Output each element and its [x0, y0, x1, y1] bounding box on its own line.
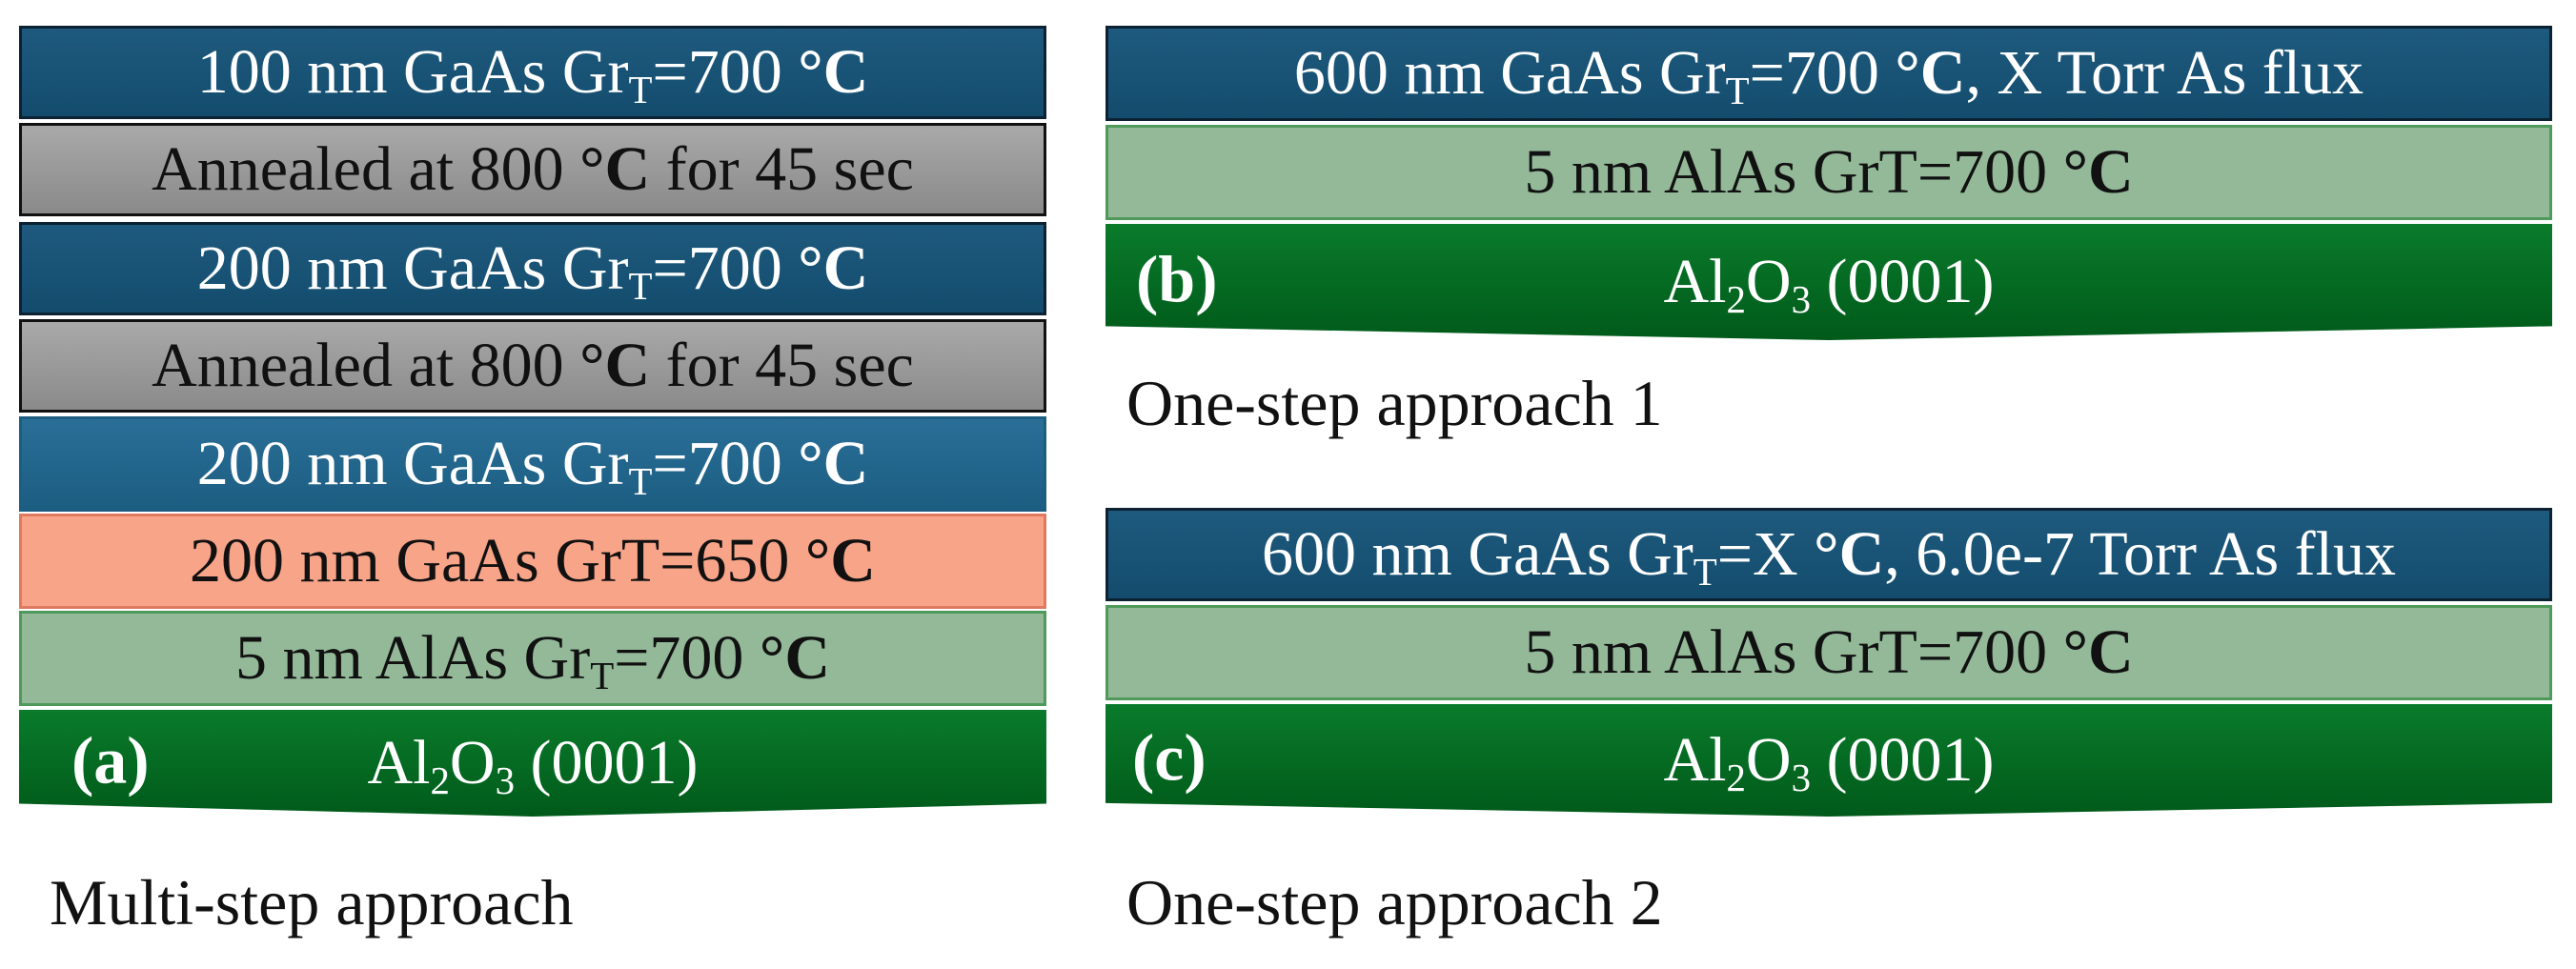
- layer-a-gaas-650c-text: 200 nm GaAs GrT=650 °C: [190, 526, 876, 596]
- panel-a-label: (a): [71, 724, 150, 798]
- layer-c-gaas-600nm: 600 nm GaAs GrT=X °C, 6.0e-7 Torr As flu…: [1105, 508, 2552, 601]
- layer-a-anneal-2: Annealed at 800 °C for 45 sec: [19, 319, 1046, 413]
- layer-a-substrate: (a) Al2O3 (0001): [19, 710, 1046, 817]
- layer-a-gaas-650c: 200 nm GaAs GrT=650 °C: [19, 514, 1046, 609]
- layer-a-alas-text: 5 nm AlAs GrT=700 °C: [235, 623, 830, 698]
- layer-b-alas: 5 nm AlAs GrT=700 °C: [1105, 125, 2552, 220]
- panel-c-stack: 600 nm GaAs GrT=X °C, 6.0e-7 Torr As flu…: [1105, 508, 2552, 822]
- layer-a-gaas-200nm-2: 200 nm GaAs GrT=700 °C: [19, 416, 1046, 512]
- layer-a-gaas-100nm: 100 nm GaAs GrT=700 °C: [19, 26, 1046, 119]
- layer-c-alas-text: 5 nm AlAs GrT=700 °C: [1524, 617, 2134, 687]
- layer-b-substrate-text: Al2O3 (0001): [1663, 247, 1995, 322]
- panel-b-label: (b): [1136, 243, 1218, 317]
- layer-a-substrate-text: Al2O3 (0001): [367, 728, 699, 803]
- layer-a-gaas-200nm-1-text: 200 nm GaAs GrT=700 °C: [196, 233, 869, 309]
- layer-b-substrate: (b) Al2O3 (0001): [1105, 224, 2552, 340]
- layer-c-alas: 5 nm AlAs GrT=700 °C: [1105, 605, 2552, 700]
- layer-c-substrate: (c) Al2O3 (0001): [1105, 704, 2552, 817]
- layer-a-alas: 5 nm AlAs GrT=700 °C: [19, 611, 1046, 706]
- layer-c-substrate-text: Al2O3 (0001): [1663, 725, 1995, 800]
- panel-c-label: (c): [1132, 721, 1207, 796]
- layer-a-gaas-100nm-text: 100 nm GaAs GrT=700 °C: [196, 37, 869, 112]
- layer-a-anneal-1: Annealed at 800 °C for 45 sec: [19, 123, 1046, 216]
- panel-b-caption: One-step approach 1: [1126, 367, 1663, 439]
- layer-a-anneal-2-text: Annealed at 800 °C for 45 sec: [152, 331, 914, 400]
- layer-b-alas-text: 5 nm AlAs GrT=700 °C: [1524, 137, 2134, 207]
- layer-b-gaas-600nm-text: 600 nm GaAs GrT=700 °C, X Torr As flux: [1293, 38, 2364, 113]
- panel-a-stack: 100 nm GaAs GrT=700 °C Annealed at 800 °…: [19, 26, 1046, 817]
- layer-a-gaas-200nm-2-text: 200 nm GaAs GrT=700 °C: [196, 429, 869, 504]
- layer-a-anneal-1-text: Annealed at 800 °C for 45 sec: [152, 134, 914, 204]
- panel-b-stack: 600 nm GaAs GrT=700 °C, X Torr As flux 5…: [1105, 26, 2552, 340]
- panel-c-caption: One-step approach 2: [1126, 866, 1663, 939]
- layer-b-gaas-600nm: 600 nm GaAs GrT=700 °C, X Torr As flux: [1105, 26, 2552, 121]
- layer-c-gaas-600nm-text: 600 nm GaAs GrT=X °C, 6.0e-7 Torr As flu…: [1261, 519, 2396, 595]
- layer-a-gaas-200nm-1: 200 nm GaAs GrT=700 °C: [19, 222, 1046, 315]
- panel-a-caption: Multi-step approach: [50, 866, 574, 939]
